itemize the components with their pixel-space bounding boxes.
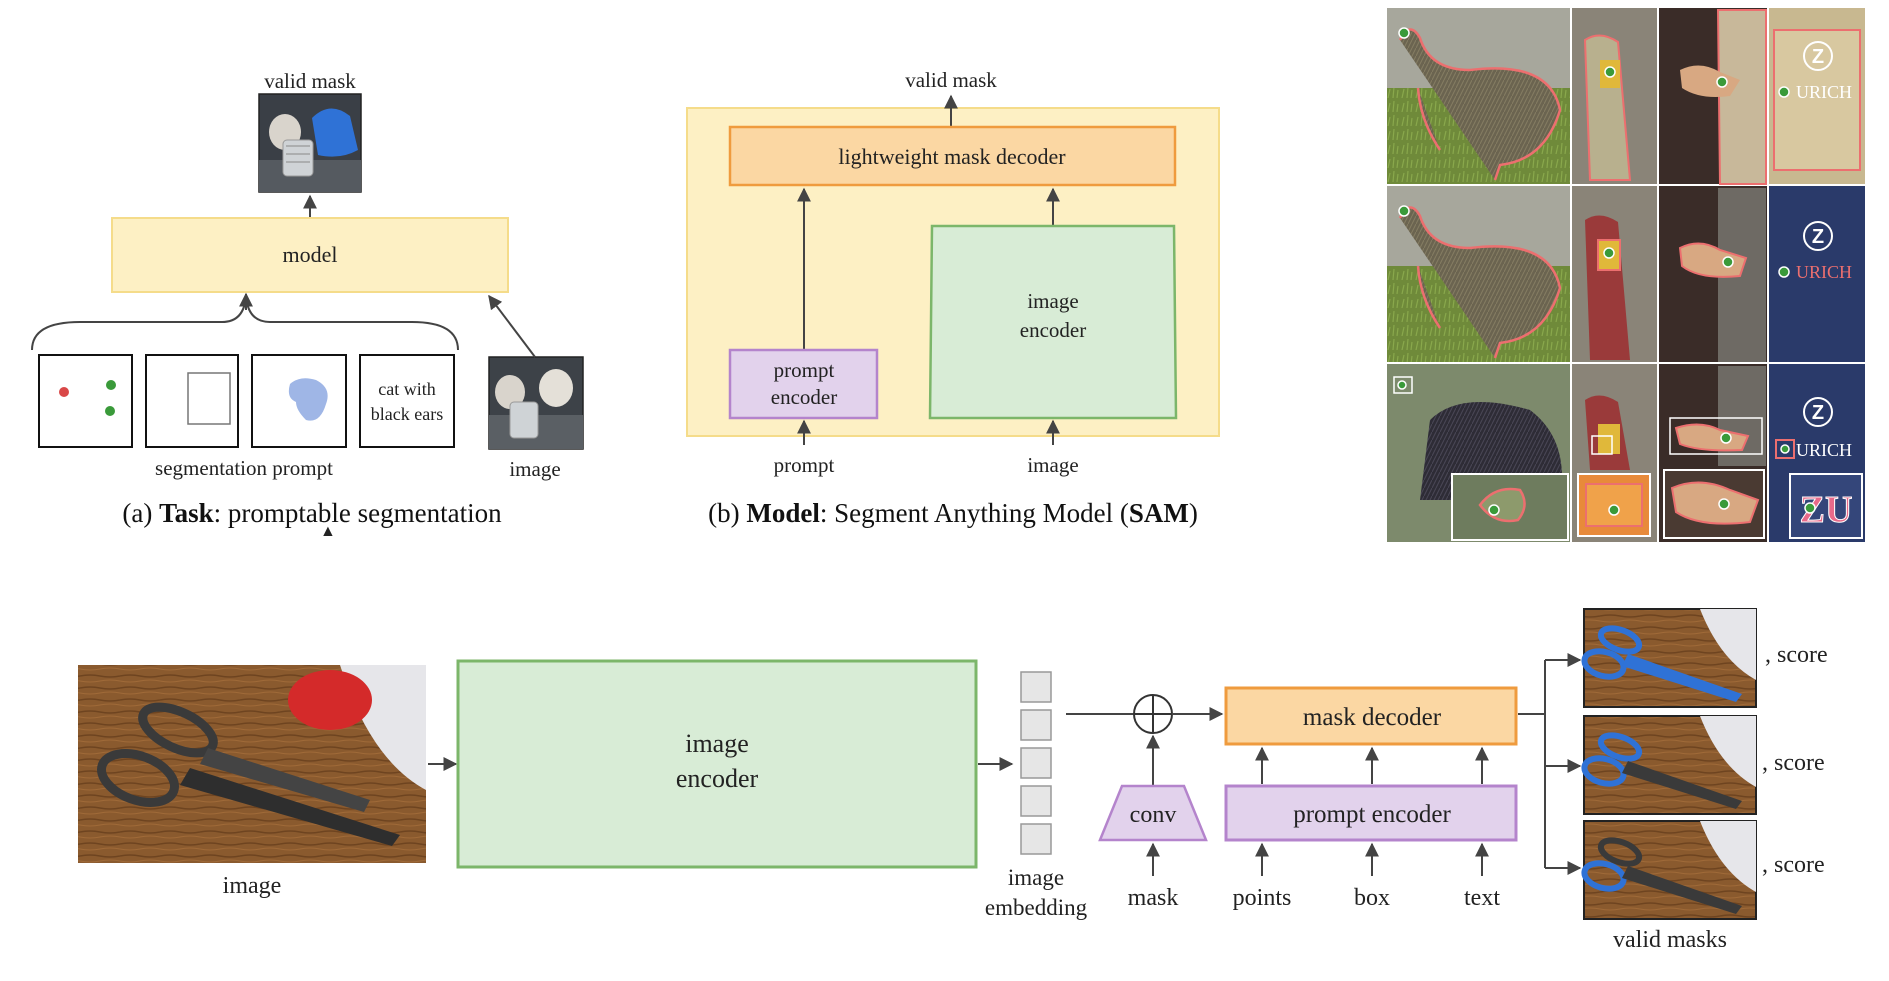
pipeline-prompt-encoder-box bbox=[1224, 784, 1518, 842]
task-panel: valid mask model bbox=[31, 69, 584, 540]
pipeline-image-encoder-line1: image bbox=[685, 729, 749, 758]
points-label: points bbox=[1233, 885, 1292, 911]
ambiguity-examples-grid: Z URICH Z URICH Z URICH ZU bbox=[1387, 8, 1865, 542]
conv-label: conv bbox=[1130, 802, 1177, 828]
model-panel: valid mask lightweight mask decoder prom… bbox=[686, 68, 1220, 528]
embedding-label-line2: embedding bbox=[985, 895, 1088, 920]
model-caption-bold1: Model bbox=[746, 498, 820, 528]
task-model-label: model bbox=[283, 242, 338, 267]
task-image-label: image bbox=[509, 457, 560, 481]
model-caption-end: ) bbox=[1189, 498, 1198, 528]
box-label: box bbox=[1354, 885, 1390, 911]
score-label-2: , score bbox=[1762, 750, 1825, 776]
scissors-input-image bbox=[78, 665, 426, 863]
score-label-3: , score bbox=[1762, 852, 1825, 878]
prompt-box-box bbox=[145, 354, 239, 448]
task-valid-mask-label: valid mask bbox=[264, 69, 356, 93]
prompt-text-line2: black ears bbox=[371, 404, 443, 424]
model-valid-mask-label: valid mask bbox=[905, 68, 997, 92]
task-caption-prefix: (a) bbox=[122, 498, 159, 528]
text-label: text bbox=[1464, 885, 1500, 911]
prompt-points-box bbox=[38, 354, 133, 448]
mouse-cursor-icon: ▲ bbox=[320, 523, 336, 540]
sign-z-text: Z bbox=[1812, 402, 1824, 424]
model-prompt-label: prompt bbox=[774, 453, 835, 477]
negative-point bbox=[59, 387, 69, 397]
image-to-model-arrow bbox=[488, 294, 536, 358]
output-mask-1 bbox=[1581, 608, 1757, 708]
model-image-encoder-line1: image bbox=[1027, 289, 1078, 313]
model-image-encoder-line2: encoder bbox=[1020, 318, 1086, 342]
output-mask-2 bbox=[1581, 715, 1757, 815]
backpack-column bbox=[1572, 8, 1657, 542]
emu-column bbox=[1387, 8, 1570, 542]
model-prompt-encoder-line2: encoder bbox=[771, 385, 837, 409]
model-caption-mid: : Segment Anything Model ( bbox=[820, 498, 1129, 528]
model-caption-bold2: SAM bbox=[1129, 498, 1189, 528]
output-mask-3 bbox=[1581, 820, 1757, 920]
sam-pipeline: image image encoder image embedding conv… bbox=[78, 608, 1828, 953]
mask-decoder-label: mask decoder bbox=[1303, 704, 1442, 731]
model-caption: (b) Model: Segment Anything Model (SAM) bbox=[708, 498, 1198, 528]
sign-urich-text: URICH bbox=[1796, 262, 1852, 282]
lightweight-mask-decoder-box bbox=[728, 125, 1177, 187]
embedding-label-line1: image bbox=[1008, 865, 1064, 890]
sign-z-text: Z bbox=[1812, 226, 1824, 248]
pipeline-image-encoder-box bbox=[456, 659, 978, 869]
sign-column: Z URICH Z URICH Z URICH ZU bbox=[1769, 8, 1865, 542]
mask-input-label: mask bbox=[1128, 885, 1179, 911]
task-caption: (a) Task: promptable segmentation bbox=[122, 498, 502, 528]
prompt-text-box: cat with black ears bbox=[359, 354, 455, 448]
prompt-mask-box bbox=[251, 354, 347, 448]
pipeline-prompt-encoder-label: prompt encoder bbox=[1293, 801, 1451, 828]
task-valid-mask-thumbnail bbox=[258, 93, 362, 193]
model-caption-prefix: (b) bbox=[708, 498, 746, 528]
conv-block bbox=[1098, 784, 1208, 842]
prompt-text-line1: cat with bbox=[378, 379, 435, 399]
task-caption-rest: : promptable segmentation bbox=[214, 498, 502, 528]
mask-decoder-box bbox=[1224, 686, 1518, 746]
model-image-encoder-box bbox=[928, 224, 1178, 420]
decoder-output-branch bbox=[1518, 660, 1546, 868]
pipeline-image-encoder-line2: encoder bbox=[676, 764, 759, 793]
valid-masks-label: valid masks bbox=[1613, 927, 1727, 953]
image-embedding-stack bbox=[1020, 671, 1052, 855]
model-image-label: image bbox=[1027, 453, 1078, 477]
sign-urich-text: URICH bbox=[1796, 440, 1852, 460]
positive-point bbox=[106, 380, 116, 390]
task-model-box bbox=[111, 217, 509, 293]
pipeline-image-label: image bbox=[223, 873, 282, 899]
sign-urich-text: URICH bbox=[1796, 82, 1852, 102]
sign-z-text: Z bbox=[1812, 46, 1824, 68]
task-image-thumbnail bbox=[488, 356, 584, 450]
score-label-1: , score bbox=[1765, 642, 1828, 668]
hand-column bbox=[1659, 8, 1767, 542]
positive-point bbox=[105, 406, 115, 416]
segmentation-prompt-label: segmentation prompt bbox=[155, 456, 333, 480]
task-caption-bold: Task bbox=[159, 498, 214, 528]
model-prompt-encoder-box bbox=[728, 348, 879, 420]
add-operator bbox=[1133, 694, 1173, 734]
model-prompt-encoder-line1: prompt bbox=[774, 358, 835, 382]
lightweight-mask-decoder-label: lightweight mask decoder bbox=[838, 144, 1066, 169]
